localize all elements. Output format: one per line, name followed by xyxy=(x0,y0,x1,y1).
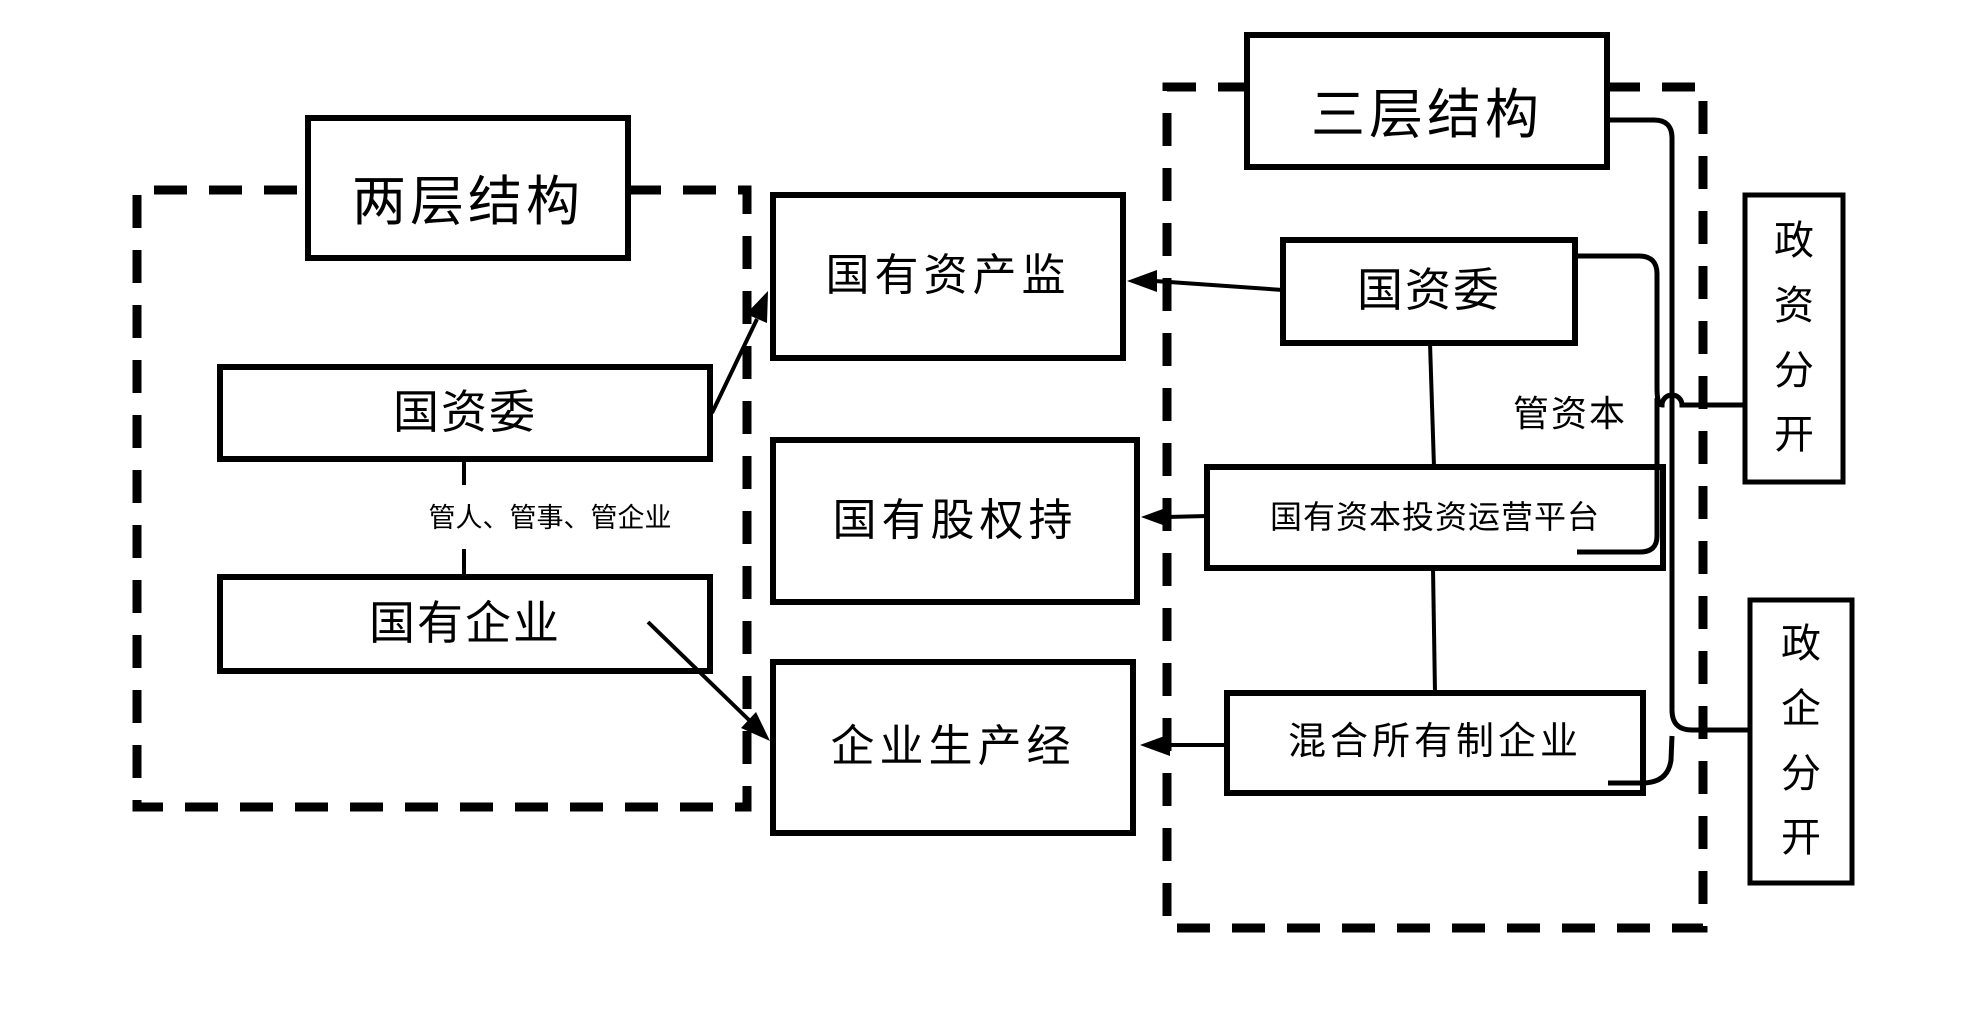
enterprise-operation-label: 企业生产经 xyxy=(830,722,1076,772)
link-platform-to-mixed xyxy=(1431,567,1437,694)
gov-capital-separation-box xyxy=(1742,192,1846,485)
state-equity-holding-label: 国有股权持 xyxy=(832,495,1078,545)
right-gzw-label: 国资委 xyxy=(1357,265,1501,317)
arrow-left-gzw-to-m1-head xyxy=(746,291,768,323)
left-soe-label: 国有企业 xyxy=(369,597,561,649)
curve-mixed-to-gov-enterprise xyxy=(1608,735,1675,786)
arrow-soe-to-m3-head xyxy=(741,712,770,741)
gov-asset-supervision-label: 国有资产监 xyxy=(825,251,1071,301)
three-layer-title-box xyxy=(1244,32,1610,170)
mixed-ownership-label: 混合所有制企业 xyxy=(1287,721,1582,764)
arrow-mixed-to-m3-head xyxy=(1140,734,1170,756)
left-soe-box xyxy=(217,574,713,674)
left-gzw-label: 国资委 xyxy=(393,386,537,438)
two-layer-dashed-frame xyxy=(132,185,752,812)
capital-platform-label: 国有资本投资运营平台 xyxy=(1269,498,1600,535)
arrow-soe-to-m3 xyxy=(646,620,751,722)
state-equity-holding-box xyxy=(770,437,1140,605)
arrow-left-gzw-to-m1 xyxy=(710,318,759,414)
three-layer-title: 三层结构 xyxy=(1311,85,1543,146)
arrow-platform-to-m2-head xyxy=(1141,506,1171,528)
gov-capital-separation-label: 政资分开 xyxy=(1774,217,1814,458)
gov-enterprise-separation-label: 政企分开 xyxy=(1781,620,1821,861)
gov-enterprise-separation-box xyxy=(1747,597,1855,886)
gov-asset-supervision-box xyxy=(770,192,1126,361)
two-layer-title-box xyxy=(305,115,631,261)
right-gzw-box xyxy=(1280,237,1578,346)
right-edge-label: 管资本 xyxy=(1512,394,1627,435)
two-layer-title: 两层结构 xyxy=(352,172,584,233)
curve-branch-into-platform xyxy=(1577,398,1660,555)
arrow-right-gzw-to-m1-head xyxy=(1127,270,1157,292)
curve-three-layer-to-gov-enterprise xyxy=(1607,117,1750,733)
left-edge-label: 管人、管事、管企业 xyxy=(428,503,672,534)
enterprise-operation-box xyxy=(770,659,1136,836)
curve-right-gzw-to-gov-capital xyxy=(1575,253,1745,408)
arrow-platform-to-m2 xyxy=(1166,514,1208,519)
arrow-right-gzw-to-m1 xyxy=(1154,279,1284,292)
three-layer-dashed-frame xyxy=(1162,82,1708,933)
link-right-gzw-to-platform xyxy=(1428,342,1436,468)
